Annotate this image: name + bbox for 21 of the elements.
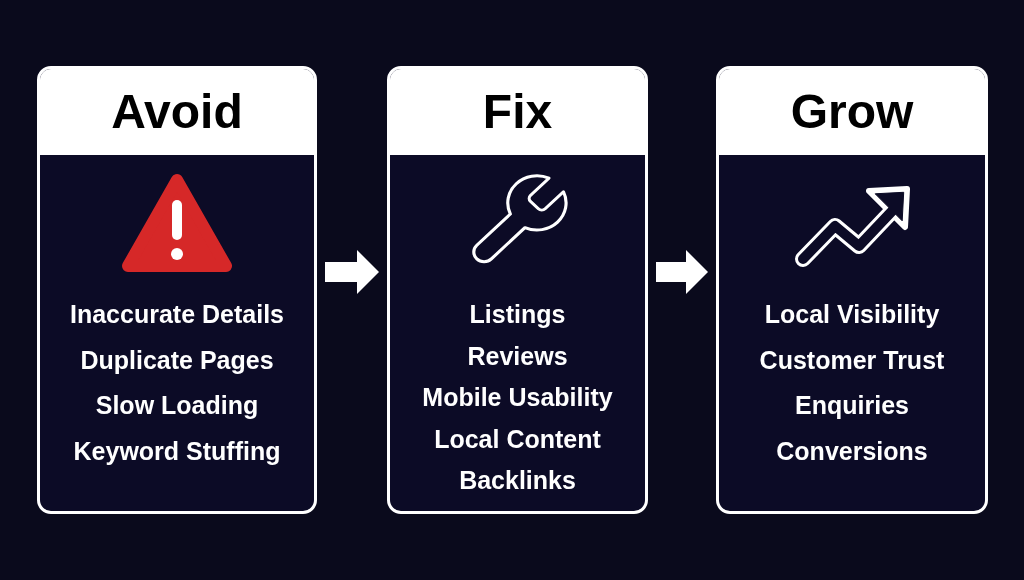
item-text: Slow Loading: [95, 390, 259, 420]
item-text: Inaccurate Details: [70, 299, 284, 329]
block-arrow: [656, 250, 708, 294]
item-text: Listings: [469, 299, 566, 329]
step-card: [387, 66, 648, 514]
step-card: [37, 66, 317, 514]
item-text: Mobile Usability: [422, 382, 613, 412]
card-heading: Fix: [482, 88, 553, 136]
item-text: Duplicate Pages: [80, 344, 274, 375]
item-text: Backlinks: [459, 465, 576, 495]
item-text: Keyword Stuffing: [73, 435, 281, 466]
item-text: Local Content: [434, 423, 601, 454]
card-heading: Avoid: [111, 88, 243, 136]
item-text: Conversions: [776, 436, 928, 467]
step-card: [716, 66, 988, 514]
item-text: Reviews: [467, 340, 568, 371]
item-text: Enquiries: [795, 390, 909, 421]
card-heading: Grow: [790, 88, 914, 136]
block-arrow: [325, 250, 379, 294]
item-text: Local Visibility: [764, 299, 940, 329]
item-text: Customer Trust: [759, 344, 945, 375]
